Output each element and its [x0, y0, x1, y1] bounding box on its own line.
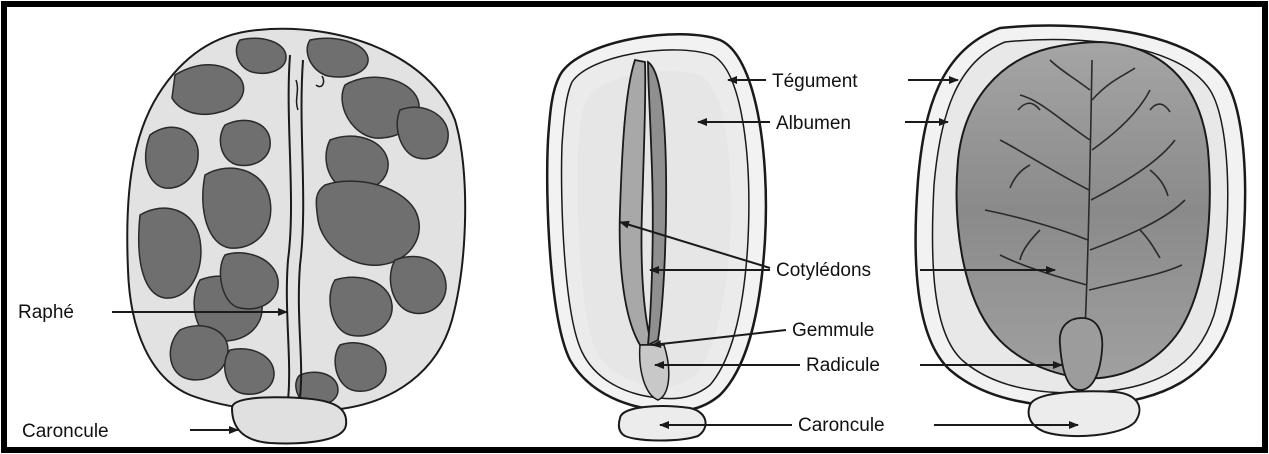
label-caroncule-center: Caroncule — [798, 415, 885, 436]
label-radicule: Radicule — [806, 355, 880, 376]
caroncule-left-shape — [232, 397, 346, 443]
label-gemmule: Gemmule — [792, 320, 874, 341]
label-albumen: Albumen — [776, 113, 851, 134]
label-tegument: Tégument — [772, 71, 858, 92]
label-caroncule-left: Caroncule — [22, 421, 109, 442]
label-raphe: Raphé — [18, 302, 74, 323]
caroncule-center-shape — [619, 406, 706, 440]
label-cotyledons: Cotylédons — [776, 260, 871, 281]
caroncule-right-shape — [1029, 391, 1140, 436]
